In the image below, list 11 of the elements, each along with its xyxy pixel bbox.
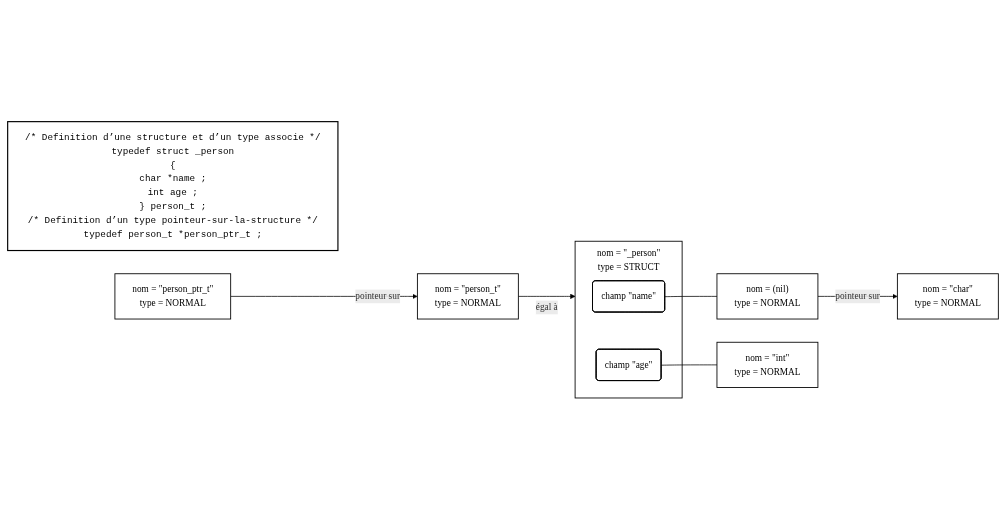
edge-label: pointeur sur [354,290,400,301]
node-box: nom = "char" type = NORMAL [896,273,999,320]
connector [664,295,717,297]
node-box: /* Definition d’une structure et d’un type associe */ typedef struct _person { char *name ; int age ; } person_t ; /* Definition d’un type pointeur-sur-la-structure */ typedef person_t *person_ptr_t ; [6,120,338,251]
node-box: nom = "person_t" type = NORMAL [416,273,519,320]
edge-label: égal à [535,301,558,312]
edge-label: pointeur sur [834,290,880,301]
connector [660,364,717,366]
node-box: nom = (nil) type = NORMAL [716,273,818,320]
node-box: nom = "int" type = NORMAL [716,341,818,388]
node-box: nom = "person_ptr_t" type = NORMAL [113,273,231,320]
